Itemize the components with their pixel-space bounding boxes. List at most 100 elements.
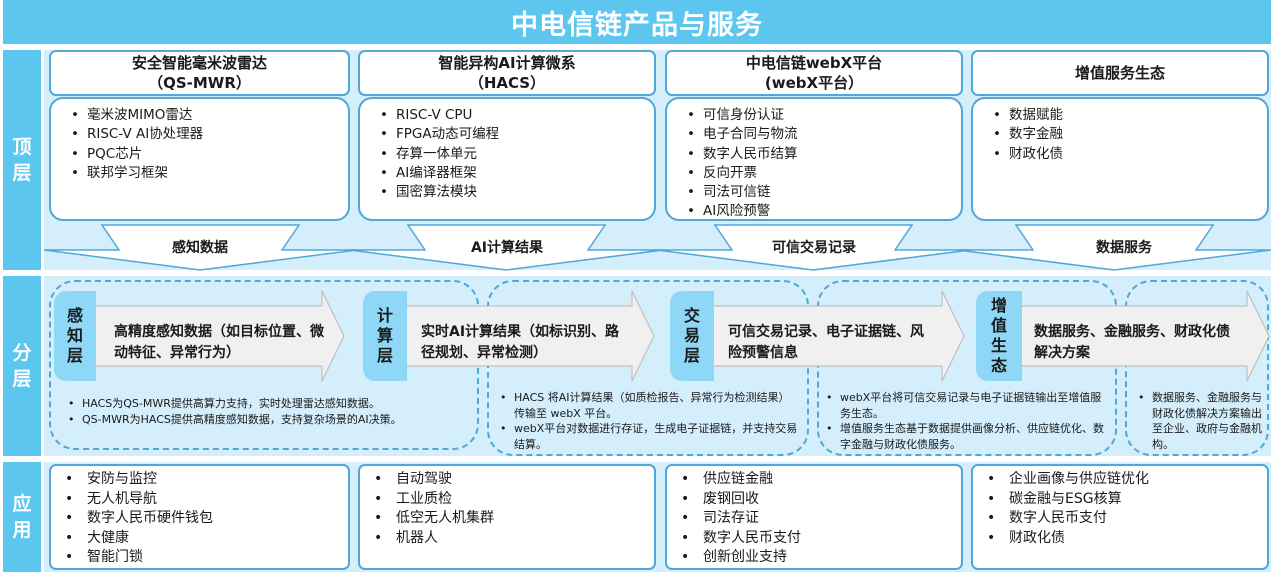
note-group-4: 数据服务、金融服务与财政化债解决方案输出至企业、政府与金融机构。	[1138, 390, 1264, 452]
application-item: 机器人	[374, 529, 646, 549]
application-item: 司法存证	[681, 509, 953, 529]
application-item: 数字人民币硬件钱包	[65, 509, 340, 529]
application-item: 废钢回收	[681, 490, 953, 510]
feature-item: 数字人民币结算	[687, 145, 953, 165]
application-item: 企业画像与供应链优化	[987, 470, 1259, 490]
note-item: webX平台将可信交易记录与电子证据链输出至增值服务生态。	[826, 390, 1106, 421]
product-sub: （HACS）	[468, 74, 546, 92]
feature-card-qs-mwr: 毫米波MIMO雷达RISC-V AI协处理器PQC芯片联邦学习框架	[49, 97, 350, 221]
product-header-qs-mwr: 安全智能毫米波雷达 （QS-MWR）	[49, 50, 350, 96]
product-name: 增值服务生态	[1074, 64, 1165, 82]
application-item: 财政化债	[987, 529, 1259, 549]
feature-item: 电子合同与物流	[687, 125, 953, 145]
layer-arrows	[93, 290, 1270, 382]
product-name: 智能异构AI计算微系	[438, 54, 576, 72]
flow-arrow-shape	[349, 224, 664, 271]
side-label-top: 顶层	[3, 50, 41, 270]
application-item: 智能门锁	[65, 548, 340, 568]
layer-text-sensing: 高精度感知数据（如目标位置、微动特征、异常行为）	[114, 324, 324, 361]
product-header-hacs: 智能异构AI计算微系 （HACS）	[358, 50, 656, 96]
product-name: 中电信链webX平台	[745, 54, 883, 72]
side-label-middle: 分层	[3, 276, 41, 456]
note-group-2: HACS 将AI计算结果（如质检报告、异常行为检测结果）传输至 webX 平台。…	[500, 390, 800, 452]
note-item: QS-MWR为HACS提供高精度感知数据，支持复杂场景的AI决策。	[68, 412, 478, 428]
product-sub: （QS-MWR）	[148, 74, 251, 92]
application-item: 自动驾驶	[374, 470, 646, 490]
layer-tag-trade: 交易层	[670, 291, 714, 381]
app-card-4: 企业画像与供应链优化碳金融与ESG核算数字人民币支付财政化债	[971, 464, 1269, 570]
layer-tag-text: 感知层	[66, 306, 83, 365]
feature-item: AI风险预警	[687, 202, 953, 222]
feature-card-ecosystem: 数据赋能数字金融财政化债	[971, 97, 1269, 221]
application-item: 创新创业支持	[681, 548, 953, 568]
feature-item: RISC-V AI协处理器	[71, 125, 340, 145]
application-item: 大健康	[65, 529, 340, 549]
note-item: HACS 将AI计算结果（如质检报告、异常行为检测结果）传输至 webX 平台。	[500, 390, 800, 421]
layer-text-ecosystem: 数据服务、金融服务、财政化债解决方案	[1034, 324, 1230, 361]
layer-tag-sensing: 感知层	[54, 291, 96, 381]
dashed-group-4	[1125, 280, 1269, 456]
note-item: 增值服务生态基于数据提供画像分析、供应链优化、数字金融与财政化债服务。	[826, 421, 1106, 452]
flow-arrow-shape	[957, 224, 1271, 271]
app-card-3: 供应链金融废钢回收司法存证数字人民币支付创新创业支持	[665, 464, 963, 570]
layer-text-trade: 可信交易记录、电子证据链、风险预警信息	[728, 324, 924, 361]
note-item: HACS为QS-MWR提供高算力支持，实时处理雷达感知数据。	[68, 396, 478, 412]
application-item: 安防与监控	[65, 470, 340, 490]
note-group-1: HACS为QS-MWR提供高算力支持，实时处理雷达感知数据。QS-MWR为HAC…	[68, 396, 478, 427]
feature-item: 联邦学习框架	[71, 164, 340, 184]
layer-text-compute: 实时AI计算结果（如标识别、路径规划、异常检测）	[421, 324, 620, 361]
layer-tag-text: 交易层	[683, 306, 700, 365]
note-item: 数据服务、金融服务与财政化债解决方案输出至企业、政府与金融机构。	[1138, 390, 1264, 452]
flow-arrows	[44, 224, 1271, 271]
flow-label-sensing: 感知数据	[172, 240, 228, 256]
layer-arrow-shape	[711, 290, 965, 382]
product-name: 安全智能毫米波雷达	[131, 54, 267, 72]
feature-item: 可信身份认证	[687, 106, 953, 126]
application-item: 供应链金融	[681, 470, 953, 490]
feature-item: 存算一体单元	[380, 145, 646, 165]
feature-card-hacs: RISC-V CPUFPGA动态可编程存算一体单元AI编译器框架国密算法模块	[358, 97, 656, 221]
app-card-2: 自动驾驶工业质检低空无人机集群机器人	[358, 464, 656, 570]
feature-item: 反向开票	[687, 164, 953, 184]
side-label-bottom-text: 应用	[12, 493, 32, 541]
product-header-ecosystem: 增值服务生态	[971, 50, 1269, 96]
feature-item: PQC芯片	[71, 145, 340, 165]
feature-item: FPGA动态可编程	[380, 125, 646, 145]
layer-arrow-shape	[1020, 290, 1270, 382]
feature-item: 财政化债	[993, 145, 1259, 165]
flow-label-data-service: 数据服务	[1096, 240, 1152, 256]
feature-item: AI编译器框架	[380, 164, 646, 184]
dashed-group-2	[487, 280, 809, 456]
side-label-bottom: 应用	[3, 462, 41, 572]
feature-item: 数据赋能	[993, 106, 1259, 126]
layer-tag-ecosystem: 增值生态	[976, 291, 1022, 381]
application-item: 低空无人机集群	[374, 509, 646, 529]
note-group-3: webX平台将可信交易记录与电子证据链输出至增值服务生态。增值服务生态基于数据提…	[826, 390, 1106, 452]
note-item: webX平台对数据进行存证，生成电子证据链，并支持交易结算。	[500, 421, 800, 452]
application-item: 数字人民币支付	[987, 509, 1259, 529]
application-item: 数字人民币支付	[681, 529, 953, 549]
layer-arrow-shape	[93, 290, 345, 382]
layer-arrow-shape	[405, 290, 655, 382]
side-label-middle-text: 分层	[12, 342, 32, 390]
app-card-1: 安防与监控无人机导航数字人民币硬件钱包大健康智能门锁	[49, 464, 350, 570]
flow-arrow-shape	[656, 224, 971, 271]
feature-item: 毫米波MIMO雷达	[71, 106, 340, 126]
page-title: 中电信链产品与服务	[3, 0, 1271, 44]
flow-label-trade-record: 可信交易记录	[772, 240, 856, 256]
flow-arrow-shape	[44, 224, 358, 271]
layer-tag-compute: 计算层	[363, 291, 407, 381]
side-label-top-text: 顶层	[12, 136, 32, 184]
feature-item: 司法可信链	[687, 183, 953, 203]
flow-label-ai-result: AI计算结果	[470, 240, 544, 256]
feature-item: 数字金融	[993, 125, 1259, 145]
feature-item: RISC-V CPU	[380, 106, 646, 126]
feature-item: 国密算法模块	[380, 183, 646, 203]
application-item: 工业质检	[374, 490, 646, 510]
product-sub: (webX平台）	[764, 74, 864, 92]
dashed-group-3	[817, 280, 1117, 456]
layer-tag-text: 增值生态	[990, 296, 1007, 375]
feature-card-webx: 可信身份认证电子合同与物流数字人民币结算反向开票司法可信链AI风险预警	[665, 97, 963, 222]
application-item: 无人机导航	[65, 490, 340, 510]
product-header-webx: 中电信链webX平台 (webX平台）	[665, 50, 963, 96]
